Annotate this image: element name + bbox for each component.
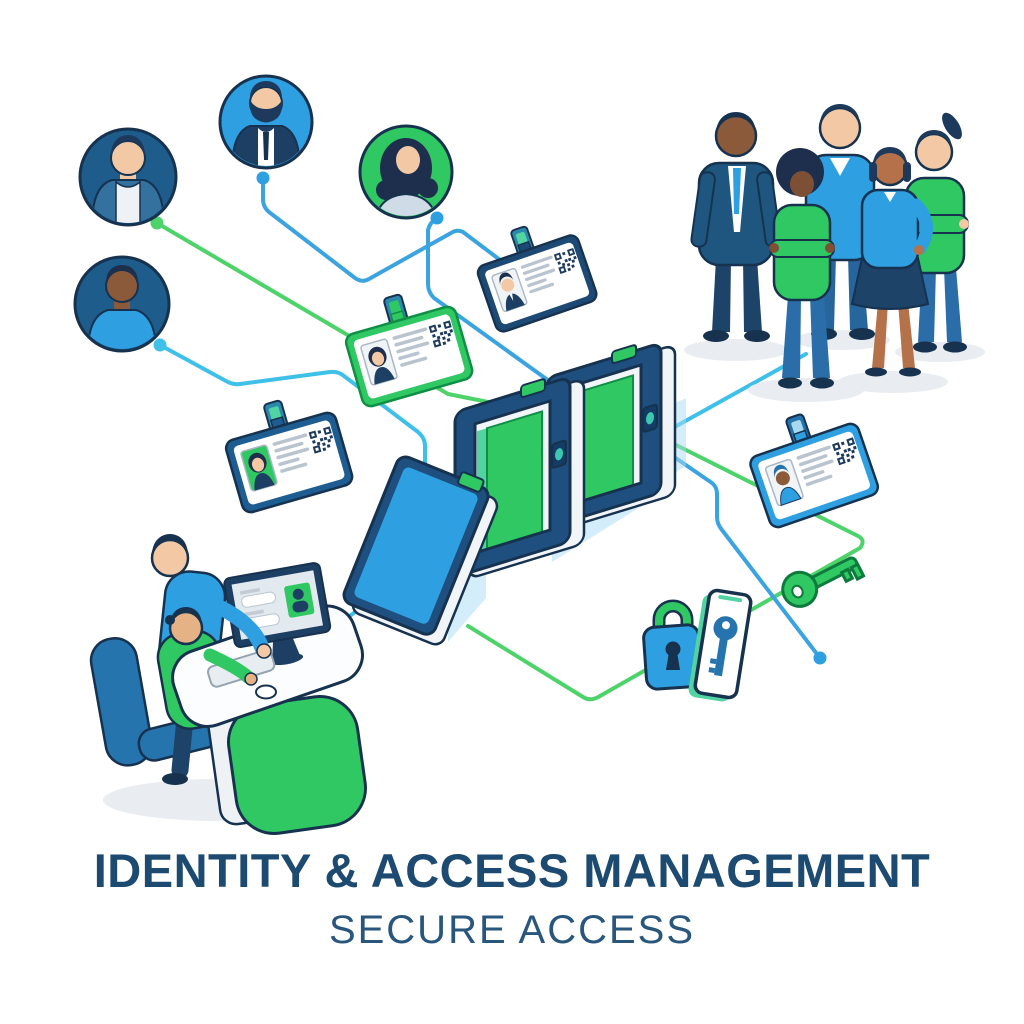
id-badge-right-blue xyxy=(749,413,880,529)
line-blue-avatar2 xyxy=(261,176,510,283)
monitor-id-panel xyxy=(284,582,315,618)
gate-scanner-pad xyxy=(611,344,637,365)
mobile-key-icon xyxy=(688,588,753,702)
mouse xyxy=(255,684,277,700)
panel-scanner-pad xyxy=(457,471,485,493)
group-shadows xyxy=(684,330,985,402)
person-afro-woman xyxy=(769,148,835,389)
enrollment-desk-scene xyxy=(89,534,367,835)
page-title: IDENTITY & ACCESS MANAGEMENT xyxy=(93,844,931,897)
person-suit-man xyxy=(690,112,782,342)
turnstile-gate-middle xyxy=(453,377,586,578)
access-key-icon xyxy=(781,556,866,608)
line-cyan-avatar4 xyxy=(158,343,427,477)
user-avatar-2 xyxy=(218,74,314,170)
page-subtitle: SECURE ACCESS xyxy=(328,908,696,952)
id-badge-top-blue xyxy=(476,225,598,333)
key-glyph xyxy=(708,616,738,677)
blue-panel-gate xyxy=(342,455,499,646)
user-avatar-4 xyxy=(73,255,171,353)
gate-scanner-pad xyxy=(520,378,546,399)
id-badge-left-blue xyxy=(224,399,354,514)
office-chair xyxy=(89,637,153,767)
employee-group xyxy=(684,104,985,402)
user-avatar-3 xyxy=(358,124,454,220)
person-skirt-woman xyxy=(850,147,933,377)
user-avatar-1 xyxy=(78,127,178,227)
id-badge-green xyxy=(344,293,474,408)
line-endpoint-dots xyxy=(150,171,827,665)
line-cyan-gate-endpoint xyxy=(662,448,822,660)
